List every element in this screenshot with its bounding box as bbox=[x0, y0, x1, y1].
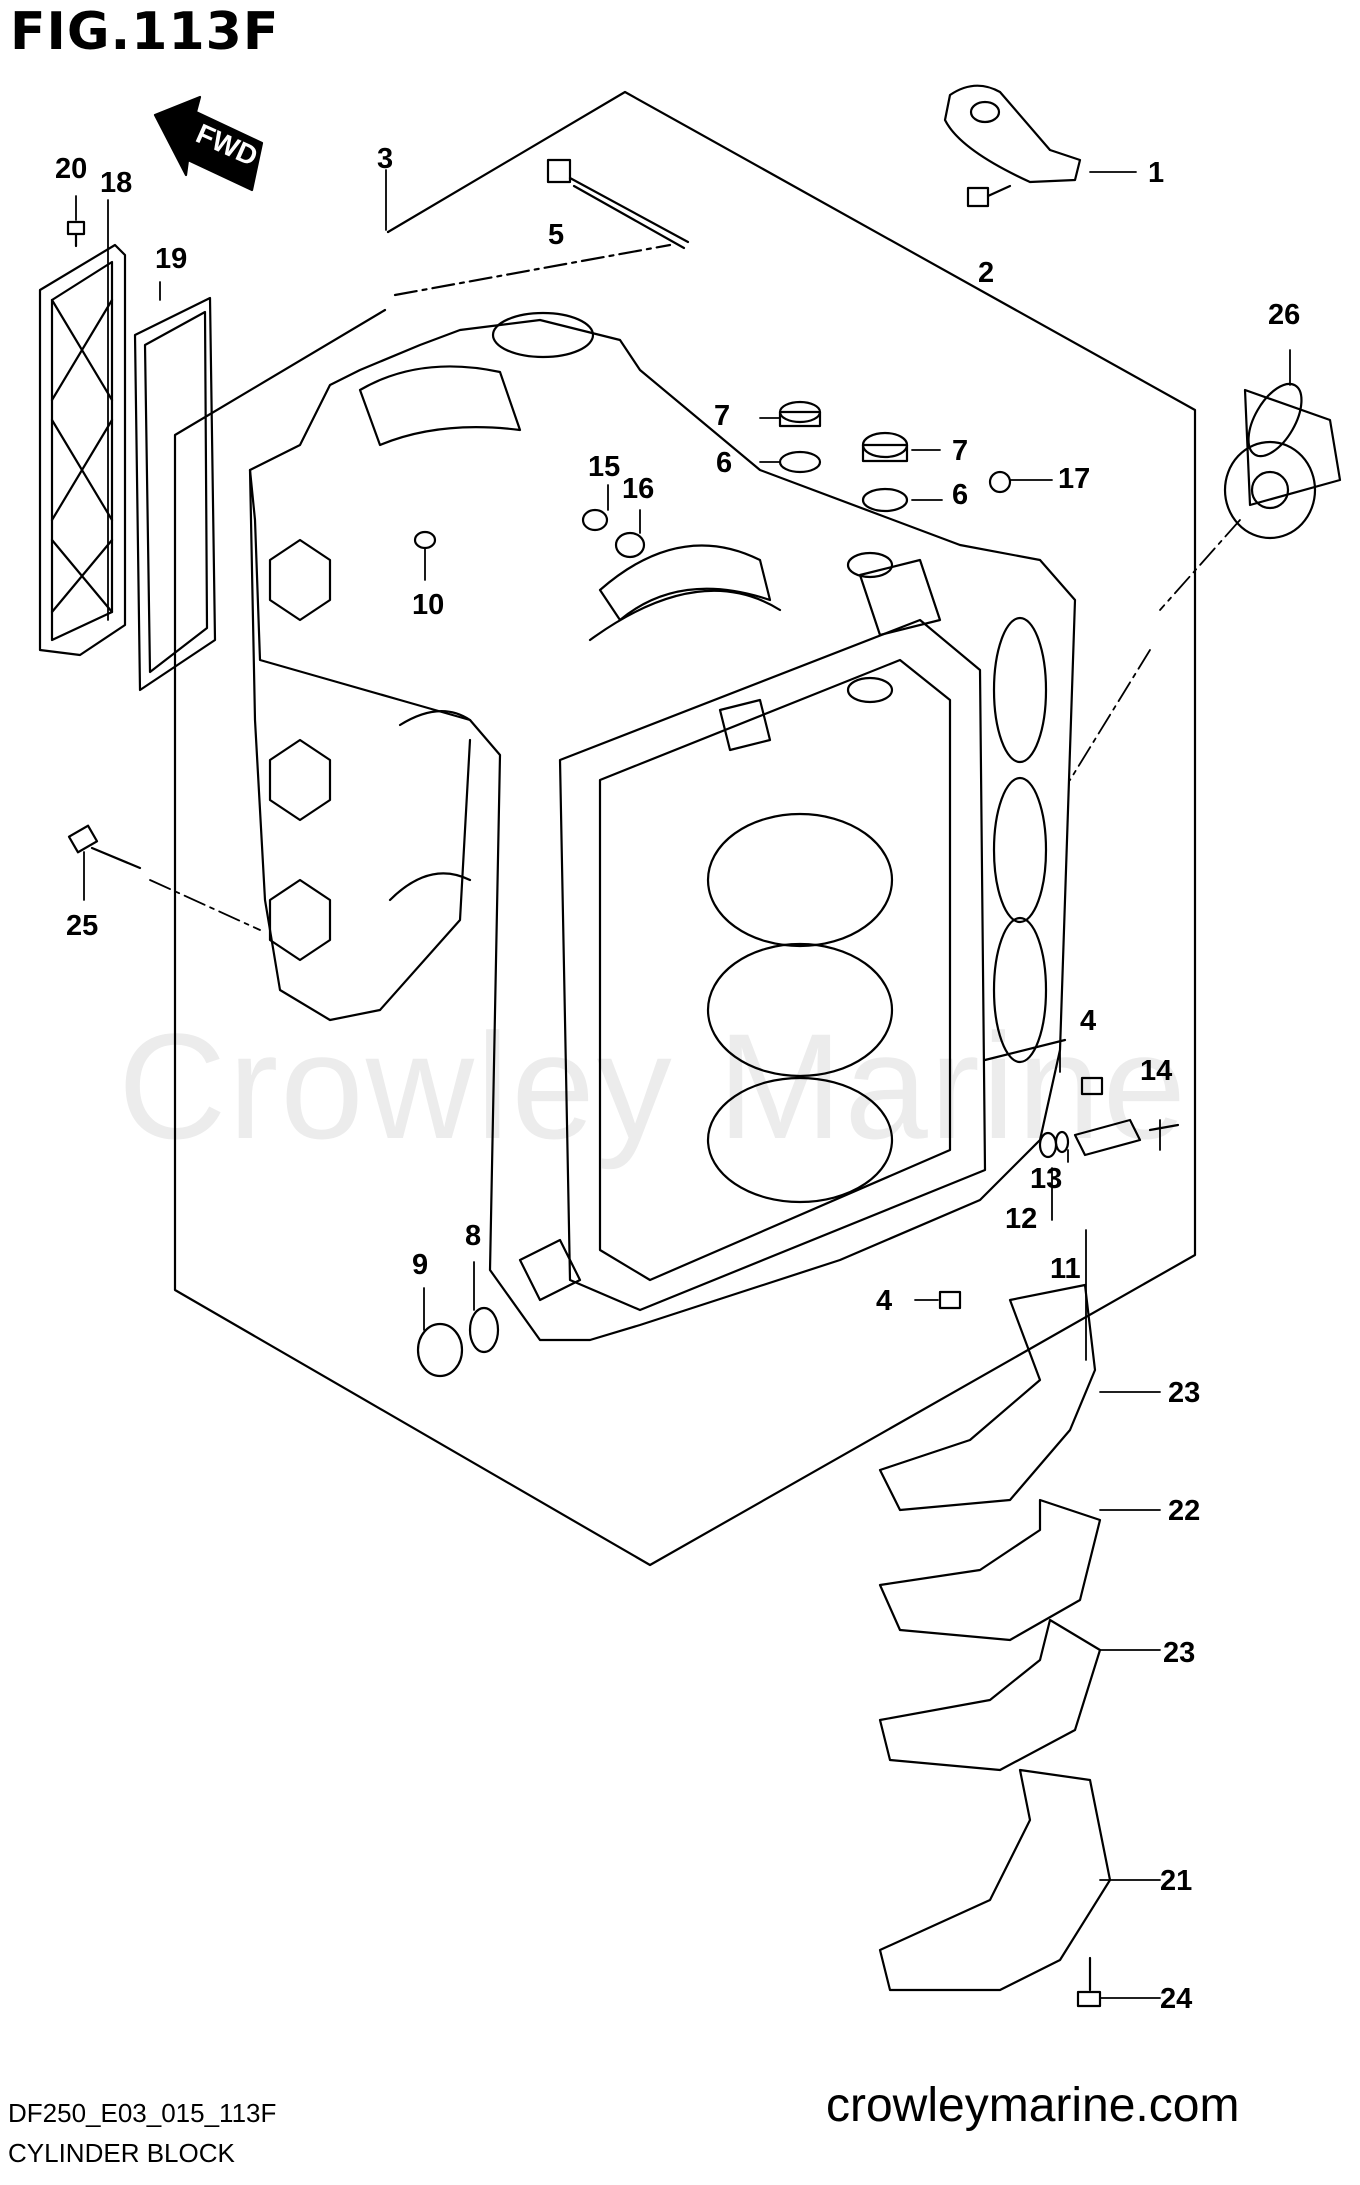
assembly-outline bbox=[173, 90, 1197, 1567]
fitting-15-icon bbox=[581, 508, 609, 532]
bolt-5-icon bbox=[546, 158, 690, 250]
callout-17: 17 bbox=[1058, 463, 1090, 495]
callout-25: 25 bbox=[66, 910, 98, 942]
callout-23a: 23 bbox=[1168, 1377, 1200, 1409]
callout-7a: 7 bbox=[714, 400, 730, 432]
callout-6a: 6 bbox=[716, 447, 732, 479]
bolt-25-icon bbox=[67, 824, 142, 870]
plug-7a-icon bbox=[778, 400, 822, 428]
callout-1: 1 bbox=[1148, 157, 1164, 189]
callout-7b: 7 bbox=[952, 435, 968, 467]
callout-16: 16 bbox=[622, 473, 654, 505]
figure-code: DF250_E03_015_113F bbox=[8, 2098, 277, 2128]
callout-19: 19 bbox=[155, 243, 187, 275]
callout-9: 9 bbox=[412, 1249, 428, 1281]
plug-7b-icon bbox=[861, 431, 909, 463]
bolt-2-icon bbox=[966, 184, 1012, 208]
figure-name: CYLINDER BLOCK bbox=[8, 2138, 235, 2168]
dowel-10-icon bbox=[413, 530, 437, 550]
site-link[interactable]: crowleymarine.com bbox=[826, 2079, 1240, 2132]
callout-4a: 4 bbox=[1080, 1005, 1096, 1037]
seal-6b-icon bbox=[861, 487, 909, 513]
callout-11: 11 bbox=[1050, 1253, 1081, 1285]
valve-11-icon bbox=[1038, 1118, 1180, 1159]
watermark: Crowley Marine bbox=[118, 1002, 1188, 1170]
callout-4b: 4 bbox=[876, 1285, 892, 1317]
callout-22: 22 bbox=[1168, 1495, 1200, 1527]
callout-10: 10 bbox=[412, 589, 444, 621]
callout-3: 3 bbox=[377, 143, 393, 175]
callout-14: 14 bbox=[1140, 1055, 1172, 1087]
cover-gasket bbox=[133, 296, 217, 692]
callout-23b: 23 bbox=[1163, 1637, 1195, 1669]
dowel-4b-icon bbox=[938, 1290, 962, 1310]
plug-9-icon bbox=[416, 1322, 464, 1378]
callout-18: 18 bbox=[100, 167, 132, 199]
callout-6b: 6 bbox=[952, 479, 968, 511]
seal-8-icon bbox=[468, 1306, 500, 1354]
gasket-23b bbox=[878, 1618, 1102, 1772]
plate-21 bbox=[878, 1768, 1112, 1992]
callout-20: 20 bbox=[55, 153, 87, 185]
dowel-4a-icon bbox=[1080, 1076, 1104, 1096]
oil-filter-icon bbox=[1223, 382, 1342, 540]
dowel-17-icon bbox=[988, 470, 1012, 494]
callout-21: 21 bbox=[1160, 1865, 1192, 1897]
gasket-23a bbox=[878, 1283, 1097, 1512]
cylinder-block bbox=[248, 311, 1077, 1342]
callout-12: 12 bbox=[1005, 1203, 1037, 1235]
callout-8: 8 bbox=[465, 1220, 481, 1252]
callout-5: 5 bbox=[548, 219, 564, 251]
callout-13: 13 bbox=[1030, 1163, 1062, 1195]
cover-plate bbox=[38, 243, 127, 657]
bolt-24-icon bbox=[1076, 1956, 1102, 2008]
callout-26: 26 bbox=[1268, 299, 1300, 331]
fwd-arrow-icon: FWD bbox=[153, 95, 264, 192]
seal-6a-icon bbox=[778, 450, 822, 474]
callout-2: 2 bbox=[978, 257, 994, 289]
callout-24: 24 bbox=[1160, 1983, 1192, 2015]
clip-16-icon bbox=[614, 531, 646, 559]
bolt-20-icon bbox=[66, 220, 86, 248]
callout-15: 15 bbox=[588, 451, 620, 483]
gasket-22 bbox=[878, 1498, 1102, 1642]
callouts: 1 2 3 4 4 5 6 6 7 7 8 9 10 11 12 13 14 1… bbox=[55, 143, 1300, 2015]
bracket-1-icon bbox=[943, 84, 1082, 184]
leader-lines bbox=[75, 169, 1291, 1999]
figure-title: FIG.113F bbox=[10, 2, 280, 62]
